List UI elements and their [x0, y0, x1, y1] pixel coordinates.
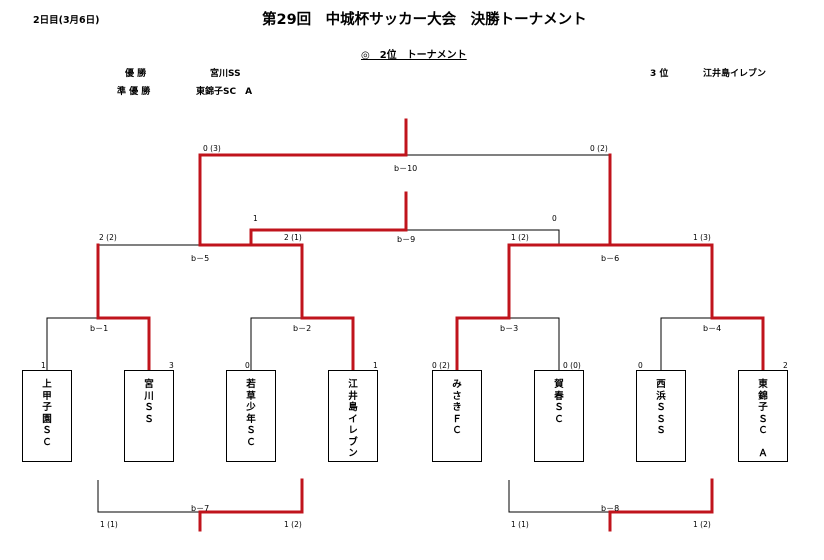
bracket-subtitle: ◎ 2位 トーナメント	[361, 50, 467, 61]
match-label: b－7	[191, 504, 210, 513]
team-name: 江 井 島 イ レ ブ ン	[348, 379, 358, 459]
team-score: 3	[169, 361, 174, 370]
runner-up-label: 準 優 勝	[117, 87, 151, 97]
match-score: 0 (3)	[203, 144, 221, 153]
match-score: 1 (3)	[693, 233, 711, 242]
match-score: 1 (2)	[284, 520, 302, 529]
team-name: 宮 川 Ｓ Ｓ	[144, 379, 154, 425]
team-card-eijima: 江 井 島 イ レ ブ ン	[328, 370, 378, 462]
match-score: 1 (1)	[100, 520, 118, 529]
team-score: 2	[783, 361, 788, 370]
team-card-misaki: み さ き Ｆ Ｃ	[432, 370, 482, 462]
team-name: 若 草 少 年 Ｓ Ｃ	[246, 379, 256, 448]
team-score: 0	[638, 361, 643, 370]
team-card-miyagawa: 宮 川 Ｓ Ｓ	[124, 370, 174, 462]
team-score: 0	[245, 361, 250, 370]
winner-name: 宮川SS	[210, 69, 241, 79]
match-label: b－5	[191, 254, 210, 263]
match-score: 2 (2)	[99, 233, 117, 242]
team-score: 1	[41, 361, 46, 370]
team-card-nishihama: 西 浜 Ｓ Ｓ Ｓ	[636, 370, 686, 462]
team-score: 1	[373, 361, 378, 370]
team-name: 東 錦 子 Ｓ Ｃ Ａ	[758, 379, 768, 459]
team-name: 西 浜 Ｓ Ｓ Ｓ	[656, 379, 666, 436]
match-label: b－1	[90, 324, 109, 333]
team-name: 賀 春 Ｓ Ｃ	[554, 379, 564, 425]
third-place-name: 江井島イレブン	[703, 69, 767, 79]
match-label: b－10	[394, 164, 418, 173]
match-label: b－4	[703, 324, 722, 333]
match-label: b－6	[601, 254, 620, 263]
third-place-label: 3 位	[650, 69, 669, 79]
match-score: 2 (1)	[284, 233, 302, 242]
date-label: 2日目(3月6日)	[33, 15, 100, 26]
team-name: 上 甲 子 園 Ｓ Ｃ	[42, 379, 52, 448]
team-name: み さ き Ｆ Ｃ	[452, 379, 462, 436]
match-label: b－9	[397, 235, 416, 244]
team-card-wakakusa: 若 草 少 年 Ｓ Ｃ	[226, 370, 276, 462]
team-card-gashun: 賀 春 Ｓ Ｃ	[534, 370, 584, 462]
match-score: 1 (2)	[693, 520, 711, 529]
team-card-kami-koshien: 上 甲 子 園 Ｓ Ｃ	[22, 370, 72, 462]
match-score: 1 (2)	[511, 233, 529, 242]
match-score: 0 (2)	[590, 144, 608, 153]
winner-label: 優 勝	[125, 69, 147, 79]
team-score: 0 (0)	[563, 361, 581, 370]
match-score: 1	[253, 214, 258, 223]
match-label: b－2	[293, 324, 312, 333]
page-title: 第29回 中城杯サッカー大会 決勝トーナメント	[262, 12, 587, 28]
match-score: 0	[552, 214, 557, 223]
runner-up-name: 東錦子SC A	[196, 87, 253, 97]
match-label: b－8	[601, 504, 620, 513]
team-card-higashi-nishiki: 東 錦 子 Ｓ Ｃ Ａ	[738, 370, 788, 462]
match-label: b－3	[500, 324, 519, 333]
match-score: 1 (1)	[511, 520, 529, 529]
winner-lines	[96, 118, 765, 532]
team-score: 0 (2)	[432, 361, 450, 370]
